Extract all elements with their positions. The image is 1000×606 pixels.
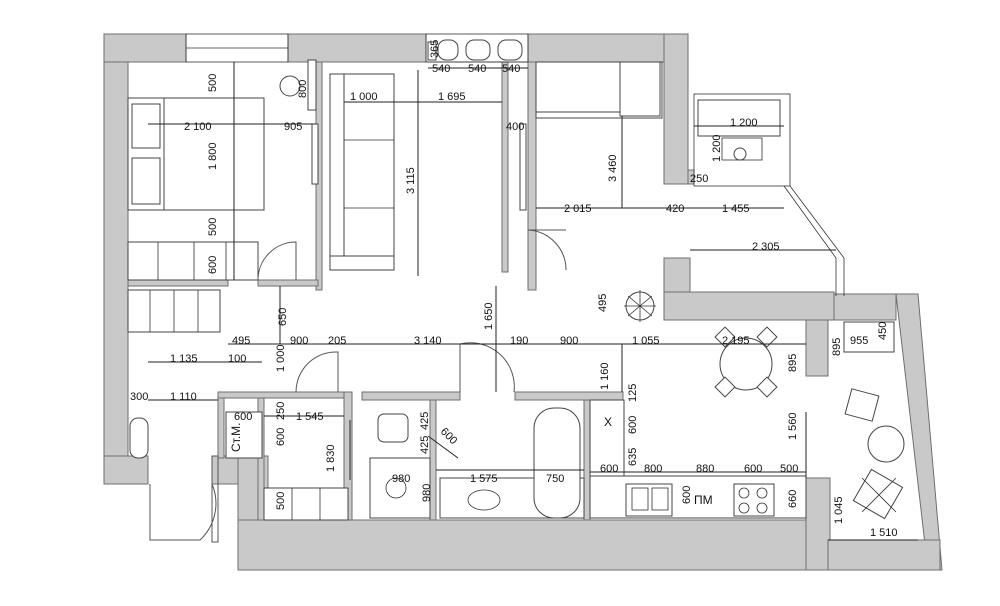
dimension-lines — [148, 62, 918, 541]
dim-label: 1 055 — [632, 335, 660, 347]
dim-label: 955 — [850, 335, 868, 347]
dim-label: 3 115 — [405, 167, 417, 194]
dim-label: 1 800 — [207, 142, 219, 170]
dim-label: 2 015 — [564, 203, 592, 215]
windows — [185, 33, 529, 63]
dim-label: 100 — [228, 353, 246, 365]
dim-label: 1 200 — [730, 117, 758, 129]
dim-label: 1 545 — [296, 411, 324, 423]
dim-label: 660 — [787, 490, 799, 508]
dim-label: 495 — [597, 294, 609, 312]
dim-label: 495 — [232, 335, 250, 347]
dim-label: 895 — [787, 354, 799, 372]
kitchen — [589, 399, 807, 519]
dim-label: 600 — [744, 463, 762, 475]
dim-label: 2 100 — [184, 121, 212, 133]
dim-label: 800 — [297, 80, 309, 98]
dim-label: 205 — [328, 335, 346, 347]
balcony-desk — [693, 93, 845, 296]
dim-label: 635 — [627, 448, 639, 466]
dim-label: 425 — [419, 412, 431, 430]
dim-label: 1 830 — [325, 444, 337, 472]
dim-label: 800 — [644, 463, 662, 475]
living-room — [329, 73, 527, 271]
dim-label: 420 — [666, 203, 684, 215]
dim-label: 425 — [419, 436, 431, 454]
dim-label: 1 200 — [711, 134, 723, 162]
bedroom-right — [535, 61, 664, 209]
dim-label: 400 — [506, 121, 524, 133]
dim-label: 1 135 — [170, 353, 198, 365]
dim-label: 600 — [275, 428, 287, 446]
dim-label: 600 — [627, 416, 639, 434]
bedroom-left — [127, 59, 319, 281]
dim-label: 1 510 — [870, 527, 898, 539]
dim-label: 1 000 — [350, 91, 378, 103]
dim-label: 600 — [600, 463, 618, 475]
dim-label: 600 — [438, 426, 459, 447]
dim-label: 980 — [421, 484, 433, 502]
dim-label: 600 — [234, 411, 252, 423]
dim-label: 500 — [275, 492, 287, 510]
dim-label: 450 — [877, 322, 889, 340]
interior-walls — [127, 61, 624, 521]
dim-label: 600 — [207, 256, 219, 274]
dim-label: 125 — [627, 384, 639, 402]
dim-label: 600 — [681, 486, 693, 504]
dim-label: 1 160 — [599, 362, 611, 390]
dining-set — [624, 290, 778, 398]
dim-label: 250 — [275, 402, 287, 420]
dim-label: 540 — [502, 63, 520, 75]
doors — [149, 229, 567, 543]
exterior-walls — [103, 33, 943, 571]
dim-label: 1 695 — [438, 91, 466, 103]
dim-label: 540 — [468, 63, 486, 75]
dim-label: 905 — [284, 121, 302, 133]
dim-label: 500 — [780, 463, 798, 475]
dim-label: 1 455 — [722, 203, 750, 215]
dim-label: 1 110 — [170, 391, 197, 403]
dim-label: 1 000 — [275, 344, 287, 372]
dim-label: 190 — [510, 335, 528, 347]
dim-label: 300 — [130, 391, 148, 403]
dimension-labels: Ст.М. ПМ X 500 800 905 2 100 1 800 500 6… — [130, 40, 898, 539]
dim-label: 900 — [560, 335, 578, 347]
dim-label: 3 140 — [414, 335, 442, 347]
dishwasher-label: ПМ — [694, 493, 713, 507]
dim-label: 880 — [696, 463, 714, 475]
loggia-furniture — [843, 321, 905, 520]
hallway-wardrobe — [127, 289, 349, 521]
dim-label: 895 — [831, 338, 843, 356]
dim-label: 3 460 — [607, 154, 619, 182]
dim-label: 500 — [207, 74, 219, 92]
dim-label: 980 — [392, 473, 410, 485]
dim-label: 500 — [207, 218, 219, 236]
dim-label: 750 — [546, 473, 564, 485]
dim-label: 1 045 — [833, 496, 845, 524]
dim-label: 540 — [432, 63, 450, 75]
dim-label: 650 — [277, 308, 289, 326]
dim-label: 2 195 — [722, 335, 750, 347]
dim-label: 900 — [290, 335, 308, 347]
dim-label: 1 650 — [483, 302, 495, 330]
dim-label: 2 305 — [752, 241, 780, 253]
dim-label: 1 560 — [787, 412, 799, 440]
radiator-rolls — [427, 39, 523, 61]
hob-mark-label: X — [604, 415, 612, 429]
dim-label: 1 575 — [470, 473, 498, 485]
storage-label: Ст.М. — [229, 423, 243, 453]
bathroom — [369, 407, 585, 519]
dim-label: 365 — [429, 40, 441, 58]
dim-label: 250 — [690, 173, 708, 185]
